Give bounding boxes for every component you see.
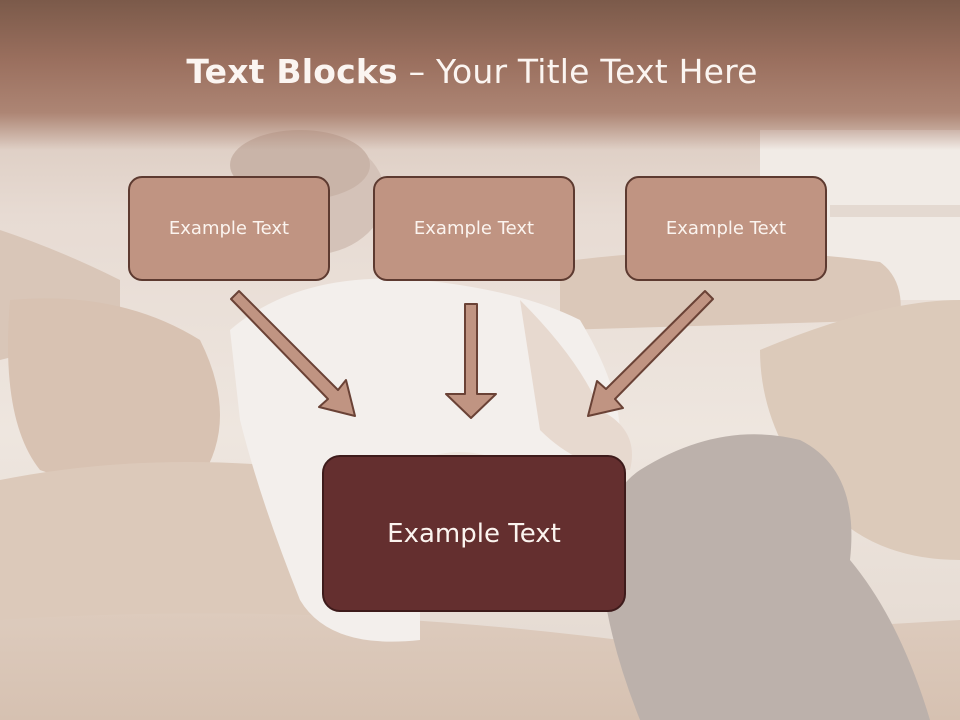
title-bold-part: Text Blocks <box>186 52 398 91</box>
title-band <box>0 0 960 150</box>
text-box-center-label: Example Text <box>413 218 535 239</box>
text-box-center[interactable]: Example Text <box>373 176 575 281</box>
arrow-center <box>445 303 497 419</box>
arrow-left <box>230 290 356 417</box>
title-rest: Your Title Text Here <box>435 52 758 91</box>
slide-title: Text Blocks – Your Title Text Here <box>0 52 944 91</box>
text-box-main-label: Example Text <box>387 518 561 549</box>
text-box-main[interactable]: Example Text <box>322 455 626 612</box>
text-box-right-label: Example Text <box>665 218 787 239</box>
text-box-right[interactable]: Example Text <box>625 176 827 281</box>
text-box-left-label: Example Text <box>168 218 290 239</box>
text-box-left[interactable]: Example Text <box>128 176 330 281</box>
arrow-right <box>587 290 714 417</box>
title-dash: – <box>397 52 436 91</box>
